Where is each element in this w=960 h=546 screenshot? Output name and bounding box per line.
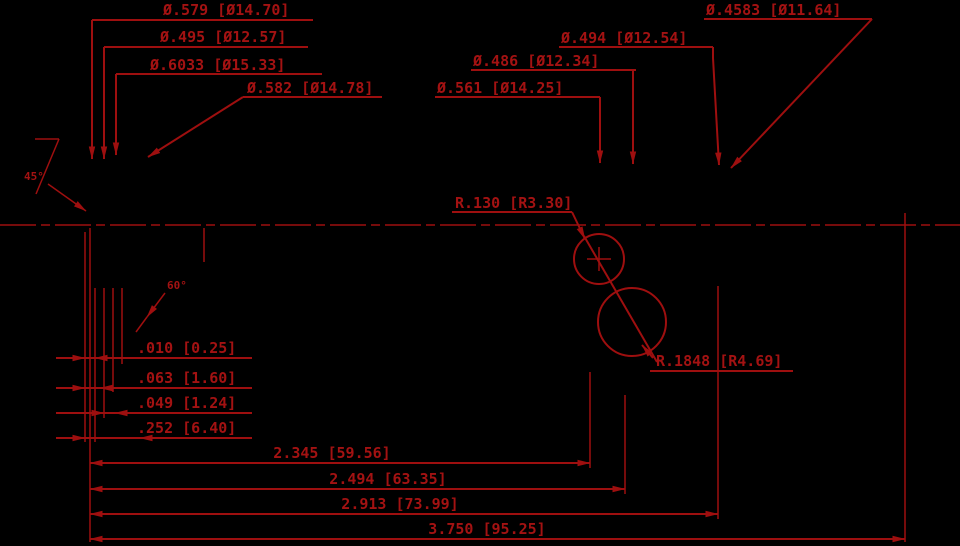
bottom-dimension-stack: 2.345 [59.56] 2.494 [63.35] 2.913 [73.99… bbox=[89, 444, 906, 543]
dim-label-010: .010 [0.25] bbox=[137, 339, 236, 357]
dim-label-dia-495: Ø.495 [Ø12.57] bbox=[159, 28, 286, 46]
left-extension-lines bbox=[84, 232, 123, 442]
chamfer-angle-label: 45° bbox=[24, 170, 44, 183]
groove-angle-label: 60° bbox=[167, 279, 187, 292]
angle-reference-line bbox=[135, 316, 148, 333]
leader-line bbox=[47, 183, 87, 212]
leader-line bbox=[146, 292, 166, 318]
radius-lower-group: R.1848 [R4.69] bbox=[641, 344, 793, 372]
dim-label-dia-486: Ø.486 [Ø12.34] bbox=[472, 52, 599, 70]
dim-label-r130: R.130 [R3.30] bbox=[455, 194, 572, 212]
dim-label-252: .252 [6.40] bbox=[137, 419, 236, 437]
leader-line bbox=[571, 211, 586, 240]
dim-label-3750: 3.750 [95.25] bbox=[428, 520, 545, 538]
top-left-dimension-group: Ø.579 [Ø14.70] Ø.495 [Ø12.57] Ø.6033 [Ø1… bbox=[88, 1, 382, 160]
left-dimension-stack: .010 [0.25] .063 [1.60] .049 [1.24] .252… bbox=[56, 339, 252, 442]
angle-reference-line bbox=[35, 138, 60, 195]
dim-label-dia-582: Ø.582 [Ø14.78] bbox=[246, 79, 373, 97]
detail-circle-b bbox=[597, 287, 667, 357]
dim-label-dia-561: Ø.561 [Ø14.25] bbox=[436, 79, 563, 97]
detail-circle-a bbox=[573, 233, 625, 285]
dim-label-r1848: R.1848 [R4.69] bbox=[656, 352, 782, 370]
radius-upper-group: R.130 [R3.30] bbox=[452, 194, 586, 240]
leader-line bbox=[730, 18, 873, 169]
dim-label-dia-4583: Ø.4583 [Ø11.64] bbox=[705, 1, 841, 19]
chamfer-callout-group: 45° bbox=[24, 138, 87, 212]
dim-label-dia-494: Ø.494 [Ø12.54] bbox=[560, 29, 687, 47]
leader-line bbox=[641, 344, 654, 359]
dim-label-049: .049 [1.24] bbox=[137, 394, 236, 412]
groove-angle-group: 60° bbox=[135, 228, 205, 333]
top-right-dimension-group: Ø.4583 [Ø11.64] Ø.494 [Ø12.54] Ø.486 [Ø1… bbox=[435, 1, 873, 169]
dim-label-2494: 2.494 [63.35] bbox=[329, 470, 446, 488]
dim-label-dia-6033: Ø.6033 [Ø15.33] bbox=[149, 56, 285, 74]
detail-circles-group bbox=[573, 233, 667, 363]
section-diagonal-line bbox=[583, 235, 658, 363]
dim-label-dia-579: Ø.579 [Ø14.70] bbox=[162, 1, 289, 19]
leader-line bbox=[147, 96, 244, 158]
leader-line bbox=[712, 47, 722, 166]
dim-label-063: .063 [1.60] bbox=[137, 369, 236, 387]
dim-label-2913: 2.913 [73.99] bbox=[341, 495, 458, 513]
dim-label-2345: 2.345 [59.56] bbox=[273, 444, 390, 462]
